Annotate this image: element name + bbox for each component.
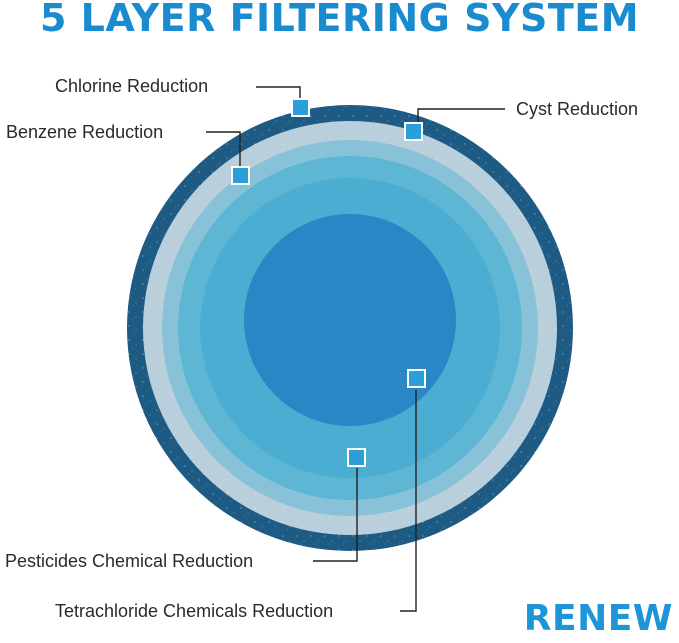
chlorine-marker [291,98,310,117]
chlorine-reduction-label: Chlorine Reduction [55,76,209,96]
cyst-reduction-label: Cyst Reduction [516,99,639,119]
cyst-marker [404,122,423,141]
chlorine-leader-line [256,86,301,100]
page-title: 5 LAYER FILTERING SYSTEM [39,0,640,40]
benzene-leader-line [206,131,241,168]
tetrachloride-marker [407,369,426,388]
tetrachloride-reduction-label: Tetrachloride Chemicals Reduction [55,601,334,621]
benzene-reduction-label: Benzene Reduction [6,122,164,142]
cyst-leader-line [417,108,505,124]
pesticides-leader-line [313,468,358,562]
pesticides-reduction-label: Pesticides Chemical Reduction [5,551,254,571]
tetrachloride-leader-line [400,390,417,612]
core-layer [244,214,456,426]
pesticides-marker [347,448,366,467]
brand-logo: RENEW [523,598,673,639]
benzene-marker [231,166,250,185]
